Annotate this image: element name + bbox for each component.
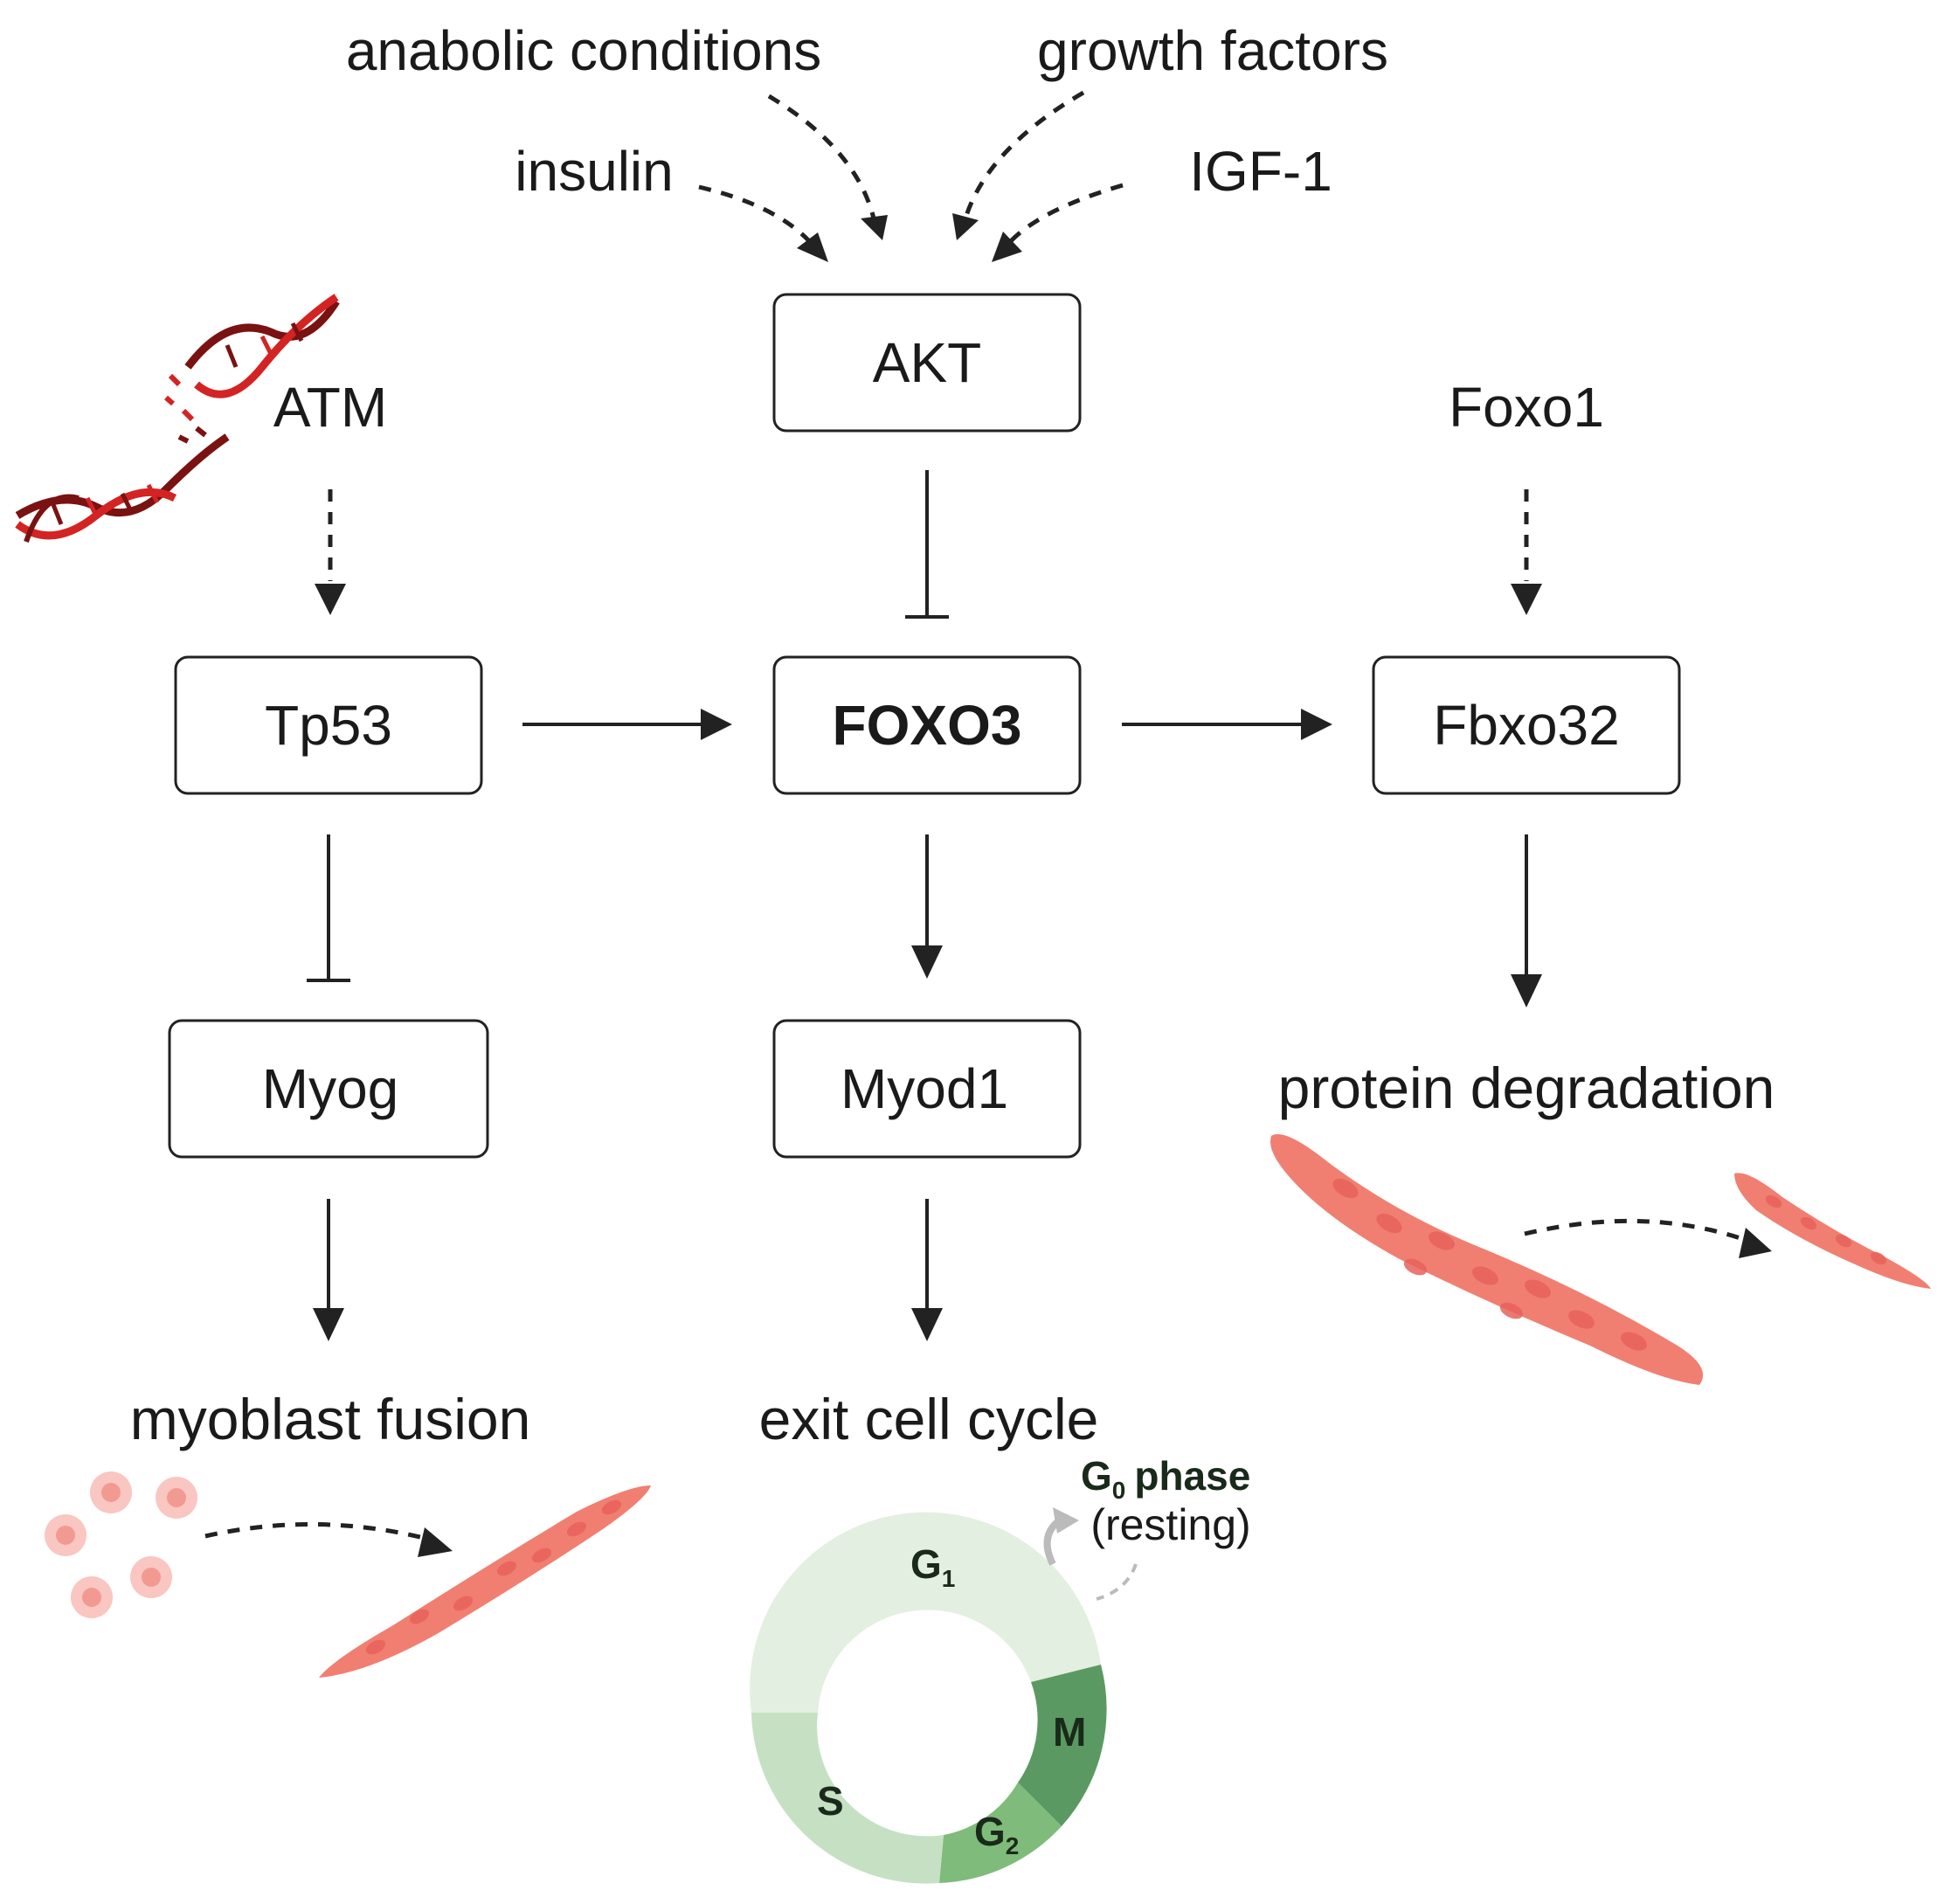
myotube-icon xyxy=(319,1485,651,1678)
label-exit-cell-cycle: exit cell cycle xyxy=(759,1387,1099,1451)
label-atm: ATM xyxy=(273,376,387,439)
label-s: S xyxy=(817,1778,844,1824)
inhibit-tp53-to-myog xyxy=(307,834,350,982)
label-m: M xyxy=(1053,1709,1086,1755)
arrow-fbxo32-to-degradation xyxy=(1511,834,1542,1007)
arrow-foxo3-to-myod1 xyxy=(911,834,943,979)
dna-damage-icon xyxy=(15,294,340,543)
node-tp53: Tp53 xyxy=(174,655,483,795)
node-myod1: Myod1 xyxy=(772,1019,1082,1159)
node-akt-label: AKT xyxy=(873,331,981,394)
node-akt: AKT xyxy=(772,293,1082,433)
arrow-growth-to-akt xyxy=(952,90,1085,240)
segment-m xyxy=(1018,1665,1107,1826)
label-protein-degradation: protein degradation xyxy=(1278,1056,1775,1120)
label-foxo1: Foxo1 xyxy=(1449,376,1604,439)
arrow-insulin-to-akt xyxy=(698,184,828,262)
segment-g1 xyxy=(750,1512,1101,1713)
arrow-anabolic-to-akt xyxy=(767,93,888,240)
inhibit-akt-to-foxo3 xyxy=(905,470,949,619)
node-foxo3: FOXO3 xyxy=(772,655,1082,795)
label-resting: (resting) xyxy=(1090,1500,1250,1549)
myoblast-cells-icon xyxy=(45,1471,197,1618)
segment-g2 xyxy=(939,1783,1062,1883)
label-g1: G1 xyxy=(910,1541,955,1592)
label-growth-factors: growth factors xyxy=(1037,19,1388,82)
label-insulin: insulin xyxy=(515,140,673,203)
muscle-fiber-large-icon xyxy=(1270,1134,1704,1385)
arrow-atm-to-tp53 xyxy=(315,489,346,615)
node-foxo3-label: FOXO3 xyxy=(833,694,1022,757)
label-igf-1: IGF-1 xyxy=(1189,140,1332,203)
label-myoblast-fusion: myoblast fusion xyxy=(130,1387,531,1451)
arrow-myod1-to-exit xyxy=(911,1199,943,1341)
arrow-igf-to-akt xyxy=(992,183,1124,262)
node-fbxo32-label: Fbxo32 xyxy=(1433,694,1619,757)
arrow-tp53-to-foxo3 xyxy=(522,709,732,740)
arrow-fiber-shrink xyxy=(1524,1218,1772,1258)
arrow-foxo3-to-fbxo32 xyxy=(1122,709,1332,740)
segment-s xyxy=(751,1713,944,1884)
node-fbxo32: Fbxo32 xyxy=(1372,655,1681,795)
node-myog: Myog xyxy=(168,1019,489,1159)
arrow-myoblast-fusion xyxy=(204,1522,453,1557)
node-myog-label: Myog xyxy=(262,1057,399,1120)
muscle-fiber-small-icon xyxy=(1734,1173,1931,1289)
node-tp53-label: Tp53 xyxy=(265,694,392,757)
arrow-myog-to-fusion xyxy=(313,1199,344,1341)
node-myod1-label: Myod1 xyxy=(841,1057,1008,1120)
label-g2: G2 xyxy=(974,1809,1019,1859)
cell-cycle-ring xyxy=(750,1507,1138,1884)
label-anabolic-conditions: anabolic conditions xyxy=(346,19,821,82)
arrow-foxo1-to-fbxo32 xyxy=(1511,489,1542,615)
